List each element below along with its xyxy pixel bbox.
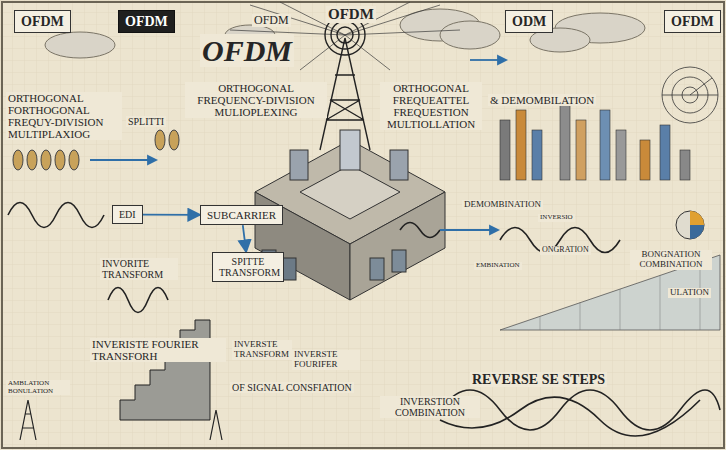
annotation: SPLITTI bbox=[126, 116, 166, 127]
flow-arrow bbox=[243, 225, 246, 252]
label-box: OFDM bbox=[14, 10, 71, 33]
annotation: DEMOMBINATION bbox=[462, 200, 543, 210]
box-text: EDI bbox=[119, 209, 136, 220]
annotation: ORTHOGONAL FREQUENCY-DIVISION MULIOPLEXI… bbox=[185, 82, 327, 118]
annotation: ULATION bbox=[668, 288, 711, 298]
annotation: INVERSTE FOURIFER bbox=[292, 350, 360, 370]
box-text: SPITTE TRANSFORM bbox=[219, 256, 277, 278]
label-box: SPITTE TRANSFORM bbox=[212, 252, 284, 282]
annotation: INVERSIO bbox=[538, 214, 575, 222]
annotation: INVORITE TRANSFORM bbox=[100, 258, 178, 280]
flow-arrow bbox=[143, 214, 200, 216]
label-box: SUBCARRIER bbox=[200, 205, 283, 225]
box-text: OFDM bbox=[671, 14, 714, 29]
annotation: & DEMOMBILATION bbox=[488, 94, 596, 106]
box-text: OFDM bbox=[21, 14, 64, 29]
label-box: OFDM bbox=[118, 10, 175, 33]
annotation: INVERSTION COMBINATION bbox=[380, 396, 480, 418]
box-text: OFDM bbox=[125, 14, 168, 29]
title: OFDM bbox=[326, 6, 376, 23]
box-text: SUBCARRIER bbox=[207, 209, 276, 221]
label-box: EDI bbox=[112, 205, 143, 224]
annotation: AMBLATION BONULATION bbox=[6, 380, 70, 395]
annotation: OFDM bbox=[200, 34, 294, 67]
annotation: EMBINATION bbox=[474, 262, 522, 270]
annotation: REVERSE SE STEPS bbox=[470, 372, 607, 387]
annotation: OF SIGNAL CONSFIATION bbox=[230, 382, 354, 393]
annotation: ORTHOGONAL FORTHOGONAL FREQUY-DIVISION M… bbox=[6, 92, 122, 140]
annotation: INVERISTE FOURIER TRANSFORH bbox=[90, 338, 226, 362]
annotation: INVERSTE TRANSFORM bbox=[232, 340, 292, 360]
annotation: ORTHOGONAL FREQUEATTEL FREQUESTION MULTI… bbox=[380, 82, 482, 130]
annotation: BONGNATION COMBINATION bbox=[630, 250, 712, 270]
label-box: OFDM bbox=[664, 10, 721, 33]
label-box: ODM bbox=[505, 10, 553, 33]
box-text: ODM bbox=[512, 14, 546, 29]
annotation: ONGRATION bbox=[540, 246, 591, 255]
annotation: OFDM bbox=[252, 14, 291, 27]
